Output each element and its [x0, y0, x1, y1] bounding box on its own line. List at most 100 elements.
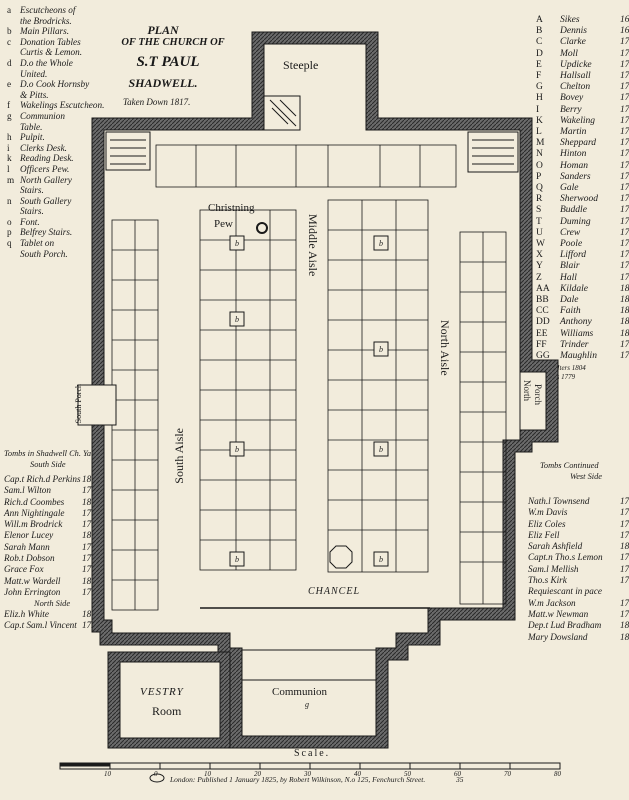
legend-right-year: 1744: [620, 59, 629, 70]
tomb-item: Requiescant in pace: [528, 586, 603, 597]
legend-left-text: D.o Cook Hornsby: [20, 79, 90, 90]
plan-title-line3: S.T PAUL: [136, 54, 200, 70]
tomb-year: 1813: [82, 474, 101, 484]
south-porch: [77, 384, 117, 426]
tomb-year: 1716: [620, 518, 629, 529]
svg-text:b: b: [235, 239, 239, 248]
legend-left-text: Escutcheons of: [20, 5, 76, 15]
legend-right-name: Lifford: [560, 250, 587, 261]
main-pillars: [229, 235, 389, 567]
legend-left-text: Pulpit.: [20, 132, 45, 143]
tomb-year: 1764: [620, 563, 629, 574]
legend-left-text: Font.: [20, 216, 40, 227]
tomb-year: 1786: [82, 519, 101, 530]
legend-right-item: NHinton1770: [536, 149, 629, 160]
tomb-year: 1730: [620, 552, 629, 563]
scale-label: Scale.: [294, 748, 331, 759]
legend-left-item: Stairs.: [7, 185, 104, 196]
legend-right-year: 1801: [620, 295, 629, 306]
legend-left-text: D.o the Whole: [20, 57, 73, 68]
legend-right-year: 1793: [620, 227, 629, 238]
legend-right-key: H: [536, 93, 543, 104]
tomb-item: Sarah Ashfield1810: [528, 541, 629, 552]
scale-tick: 20: [254, 770, 261, 778]
tomb-item: Dep.t Lud Bradham1807: [528, 620, 629, 631]
legend-left-key: b: [7, 26, 12, 37]
legend-left-text: Stairs.: [20, 206, 44, 217]
legend-left-text: Main Pillars.: [20, 26, 70, 37]
legend-right-item: QGale1779: [536, 183, 629, 194]
tomb-year: 1792: [620, 529, 629, 540]
tomb-year: 1790: [82, 507, 101, 518]
legend-right-name: Buddle: [560, 205, 587, 216]
legend-right-year: 1703: [620, 37, 629, 48]
legend-right-item: IBerry1746: [536, 105, 629, 116]
tomb-item: Eliz Coles1716: [528, 519, 629, 530]
legend-right-item: CClarke1703: [536, 37, 629, 48]
legend-right-key: U: [536, 227, 543, 238]
legend-right-year: 1806: [620, 328, 629, 339]
legend-right-item: WPoole1793: [536, 239, 629, 250]
pews-top-row: [155, 144, 457, 188]
tomb-name: Nath.l Townsend: [528, 496, 590, 506]
legend-right-key: O: [536, 160, 543, 171]
gallery-stairs-nw: [105, 131, 151, 171]
legend-right-item: AAKildale1800: [536, 284, 629, 295]
svg-text:b: b: [379, 555, 383, 564]
legend-left-text: Belfrey Stairs.: [20, 227, 73, 238]
tomb-name: Elenor Lucey: [4, 530, 54, 541]
legend-right-name: Sheppard: [560, 138, 597, 149]
legend-right-key: DD: [536, 317, 550, 328]
tomb-name: W.m Davis: [528, 507, 568, 518]
legend-right-key: S: [536, 205, 542, 216]
tomb-year: 1755: [620, 608, 629, 619]
tomb-name: Matt.w Wardell: [4, 575, 61, 586]
tomb-name: Tho.s Kirk: [528, 575, 567, 586]
legend-left-key: k: [7, 153, 12, 164]
tomb-year: 1807: [620, 631, 629, 642]
legend-right-key: T: [536, 216, 542, 227]
legend-right-year: 1730: [620, 82, 629, 93]
legend-right-item: FHallsall1721: [536, 71, 629, 82]
tomb-name: Sam.l Wilton: [4, 485, 51, 496]
tomb-name: Sarah Mann: [4, 541, 50, 552]
scale-tick: 10: [104, 770, 111, 778]
legend-left-text: North Gallery: [20, 174, 72, 185]
legend-left-key: a: [7, 5, 12, 15]
tomb-name: Eliz Fell: [528, 529, 560, 540]
tomb-year: 1795: [82, 564, 101, 575]
legend-right-key: X: [536, 250, 543, 261]
legend-right-item: TDuming1789: [536, 217, 629, 228]
tomb-name: Will.m Brodrick: [4, 519, 63, 530]
legend-right-year: 1753: [620, 127, 629, 138]
legend-right-item: PSanders1775: [536, 172, 629, 183]
legend-left-item: United.: [7, 69, 104, 80]
tomb-year: 1793: [620, 575, 629, 586]
legend-right-item: EUpdicke1744: [536, 60, 629, 71]
tomb-name: Dep.t Lud Bradham: [528, 620, 602, 631]
legend-right-item: RSherwood1779: [536, 194, 629, 205]
tomb-year: 1707: [620, 496, 629, 506]
legend-right-name: Duming: [560, 216, 591, 227]
tomb-year: 1802: [82, 530, 101, 541]
tomb-year: 1805: [82, 575, 101, 586]
legend-right-key: FF: [536, 339, 547, 350]
tomb-name: Eliz.h White: [4, 609, 49, 619]
vestry-label-2: Room: [152, 704, 182, 718]
legend-left-key: f: [7, 100, 11, 111]
communion-table-label: g: [305, 700, 309, 709]
legend-left-key: d: [7, 57, 12, 68]
scale-tick: 30: [304, 770, 311, 778]
